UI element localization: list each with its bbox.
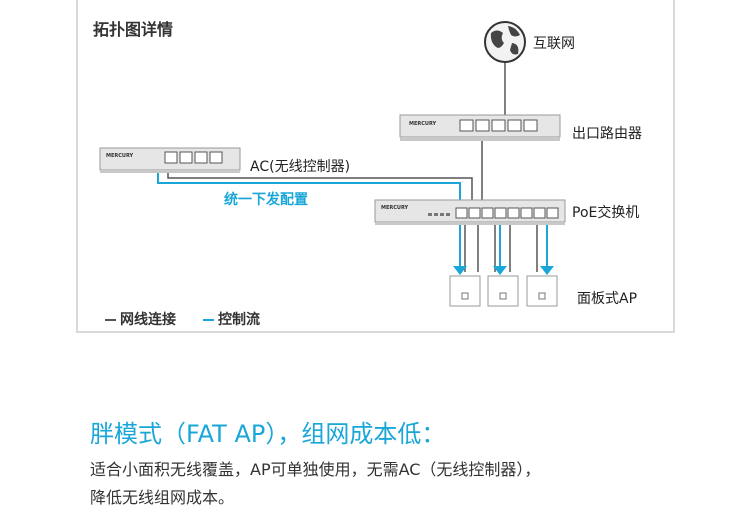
topology-diagram: MERCURY MERCURY MERCURY xyxy=(99,21,566,307)
arrow-ap3 xyxy=(540,266,554,275)
switch-brand: MERCURY xyxy=(381,205,409,211)
router-device: MERCURY xyxy=(399,114,561,141)
ac-device: MERCURY xyxy=(99,147,241,173)
legend-network: 网线连接 xyxy=(105,309,176,329)
panel-ap-2 xyxy=(487,275,519,307)
arrow-ap1 xyxy=(453,266,467,275)
legend-network-label: 网线连接 xyxy=(120,312,176,328)
poe-switch-device: MERCURY xyxy=(374,199,566,225)
internet-label: 互联网 xyxy=(533,36,575,52)
arrow-ap2 xyxy=(493,266,507,275)
legend-control: 控制流 xyxy=(203,309,260,329)
panel-ap-3 xyxy=(526,275,558,307)
router-label: 出口路由器 xyxy=(572,126,642,142)
router-brand: MERCURY xyxy=(409,121,437,127)
control-ac-ap1 xyxy=(157,170,461,268)
control-arrows xyxy=(453,266,554,275)
network-links xyxy=(167,58,538,272)
panel-ap-1 xyxy=(449,275,481,307)
section-description: 适合小面积无线覆盖，AP可单独使用，无需AC（无线控制器）， 降低无线组网成本。 xyxy=(90,456,690,512)
link-ac-switch xyxy=(167,170,473,205)
description-line-1: 适合小面积无线覆盖，AP可单独使用，无需AC（无线控制器）， xyxy=(90,460,541,479)
legend-control-label: 控制流 xyxy=(218,312,260,328)
poe-switch-label: PoE交换机 xyxy=(572,205,640,221)
globe-icon xyxy=(484,21,526,63)
control-flow-links xyxy=(157,170,548,268)
panel-ap-label: 面板式AP xyxy=(577,291,638,307)
ac-brand: MERCURY xyxy=(106,153,134,159)
panel-title: 拓扑图详情 xyxy=(93,20,174,39)
description-line-2: 降低无线组网成本。 xyxy=(90,488,235,507)
ac-label: AC(无线控制器) xyxy=(250,159,351,175)
legend-control-swatch xyxy=(203,319,214,321)
legend-network-swatch xyxy=(105,319,116,321)
sync-config-label: 统一下发配置 xyxy=(224,192,308,208)
section-heading: 胖模式（FAT AP），组网成本低： xyxy=(90,420,446,448)
